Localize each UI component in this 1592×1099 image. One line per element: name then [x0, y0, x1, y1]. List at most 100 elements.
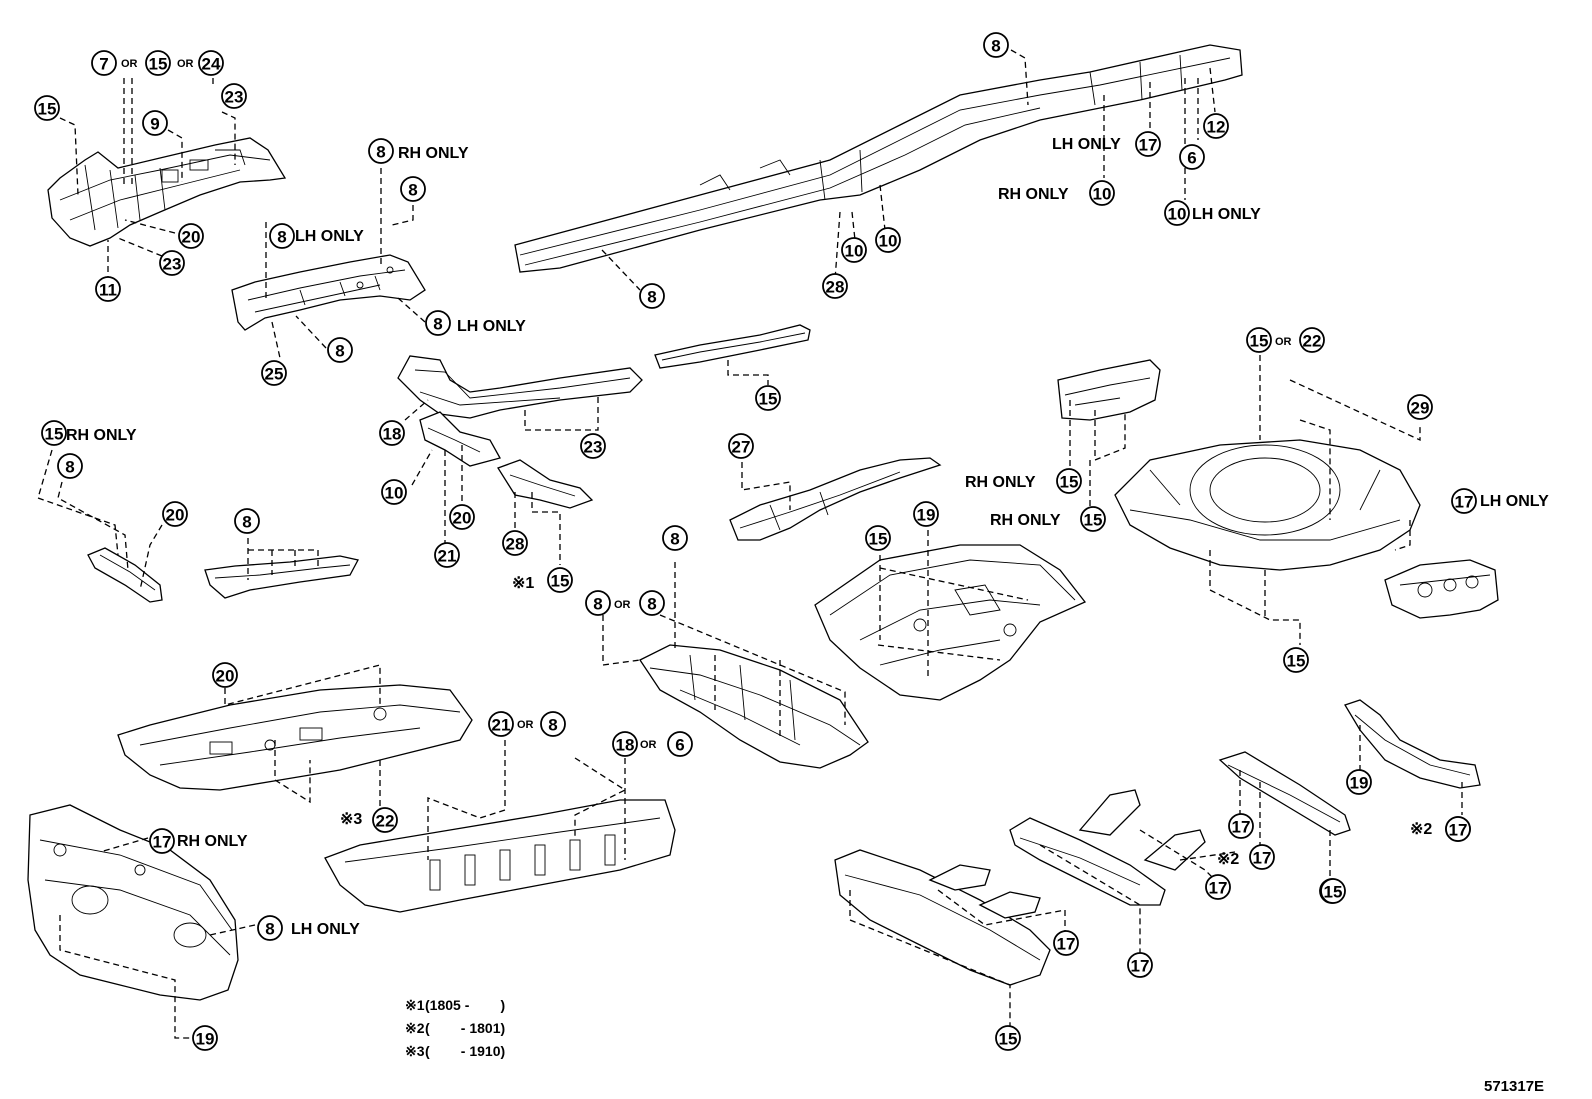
callout-circle	[488, 711, 514, 737]
callout-17: 17	[1205, 874, 1231, 900]
callout-circle	[547, 567, 573, 593]
callout-10: 10	[875, 227, 901, 253]
callout-9: 9	[142, 110, 168, 136]
callout-circle	[667, 731, 693, 757]
callout-circle	[449, 504, 475, 530]
callout-circle	[822, 273, 848, 299]
callout-8: 8	[400, 176, 426, 202]
callout-8: 8	[585, 590, 611, 616]
callout-circle	[540, 711, 566, 737]
callout-number: 8	[65, 458, 74, 477]
center-floor-side-member	[729, 457, 942, 541]
callout-circle	[1089, 180, 1115, 206]
rh-only-label: RH ONLY	[66, 427, 137, 444]
callout-circle	[162, 501, 188, 527]
callout-number: 15	[1084, 511, 1103, 530]
callout-15: 15	[1320, 878, 1346, 904]
callout-circle	[983, 32, 1009, 58]
callout-number: 15	[551, 572, 570, 591]
callout-circle	[425, 310, 451, 336]
callout-number: 15	[1324, 883, 1343, 902]
lh-only-label: LH ONLY	[295, 228, 364, 245]
callout-circle	[1346, 769, 1372, 795]
callout-circle	[159, 250, 185, 276]
callout-10: 10	[841, 237, 867, 263]
callout-circle	[1228, 813, 1254, 839]
callout-8: 8	[57, 453, 83, 479]
callout-circle	[198, 50, 224, 76]
or-label: OR	[517, 719, 534, 731]
callout-15: 15	[547, 567, 573, 593]
callout-17: 17	[1053, 930, 1079, 956]
callout-28: 28	[822, 273, 848, 299]
callout-circle	[1283, 647, 1309, 673]
callout-number: 10	[845, 242, 864, 261]
callout-circle	[34, 95, 60, 121]
callout-circle	[269, 223, 295, 249]
callout-17: 17	[149, 828, 175, 854]
callout-circle	[1053, 930, 1079, 956]
callout-number: 29	[1411, 399, 1430, 418]
callout-number: 20	[216, 667, 235, 686]
note-1-mark: ※1	[405, 997, 425, 1013]
callout-circle	[639, 590, 665, 616]
note-mark-3: ※3	[340, 811, 362, 828]
callout-number: 17	[1057, 935, 1076, 954]
or-label: OR	[614, 599, 631, 611]
callout-circle	[875, 227, 901, 253]
callout-circle	[257, 915, 283, 941]
callout-circle	[913, 501, 939, 527]
rear-cross-member-d	[1344, 699, 1481, 789]
callout-number: 19	[196, 1030, 215, 1049]
callout-23: 23	[221, 83, 247, 109]
callout-number: 28	[826, 278, 845, 297]
rh-only-label: RH ONLY	[990, 512, 1061, 529]
callout-15: 15	[865, 525, 891, 551]
callout-number: 19	[917, 506, 936, 525]
callout-number: 17	[1455, 493, 1474, 512]
callout-circle	[368, 138, 394, 164]
rear-cross-member-c	[1218, 751, 1351, 836]
callout-circle	[1056, 468, 1082, 494]
note-mark-2: ※2	[1217, 851, 1239, 868]
callout-24: 24	[198, 50, 224, 76]
callout-circle	[1205, 874, 1231, 900]
callout-number: 7	[99, 55, 108, 74]
rh-only-label: RH ONLY	[398, 145, 469, 162]
callout-number: 15	[869, 530, 888, 549]
left-small-reinforcement	[87, 547, 163, 603]
callout-number: 11	[99, 281, 117, 300]
callout-22: 22	[372, 807, 398, 833]
callout-circle	[381, 479, 407, 505]
note-2-text: ( - 1801)	[425, 1020, 505, 1036]
callout-number: 8	[408, 181, 417, 200]
callout-circle	[234, 508, 260, 534]
callout-number: 15	[149, 55, 168, 74]
callout-circle	[372, 807, 398, 833]
callout-15: 15	[1246, 327, 1272, 353]
callout-number: 17	[1253, 849, 1272, 868]
rh-only-label: RH ONLY	[177, 833, 248, 850]
callout-11: 11	[95, 276, 121, 302]
lh-only-label: LH ONLY	[457, 318, 526, 335]
callout-18: 18	[612, 731, 638, 757]
callout-circle	[261, 360, 287, 386]
callout-27: 27	[728, 433, 754, 459]
front-floor-panel	[117, 684, 473, 791]
callout-20: 20	[162, 501, 188, 527]
lh-only-label: LH ONLY	[291, 921, 360, 938]
rear-floor-pan	[1114, 439, 1421, 571]
pillar-bracket-group	[419, 411, 594, 509]
rear-cross-member-a	[834, 849, 1051, 986]
callout-number: 10	[1168, 205, 1187, 224]
callout-23: 23	[580, 433, 606, 459]
callout-17: 17	[1451, 488, 1477, 514]
callout-15: 15	[755, 385, 781, 411]
callout-number: 8	[242, 513, 251, 532]
callout-number: 8	[670, 530, 679, 549]
callout-number: 8	[277, 228, 286, 247]
callout-8: 8	[662, 525, 688, 551]
callout-6: 6	[667, 731, 693, 757]
callout-10: 10	[381, 479, 407, 505]
